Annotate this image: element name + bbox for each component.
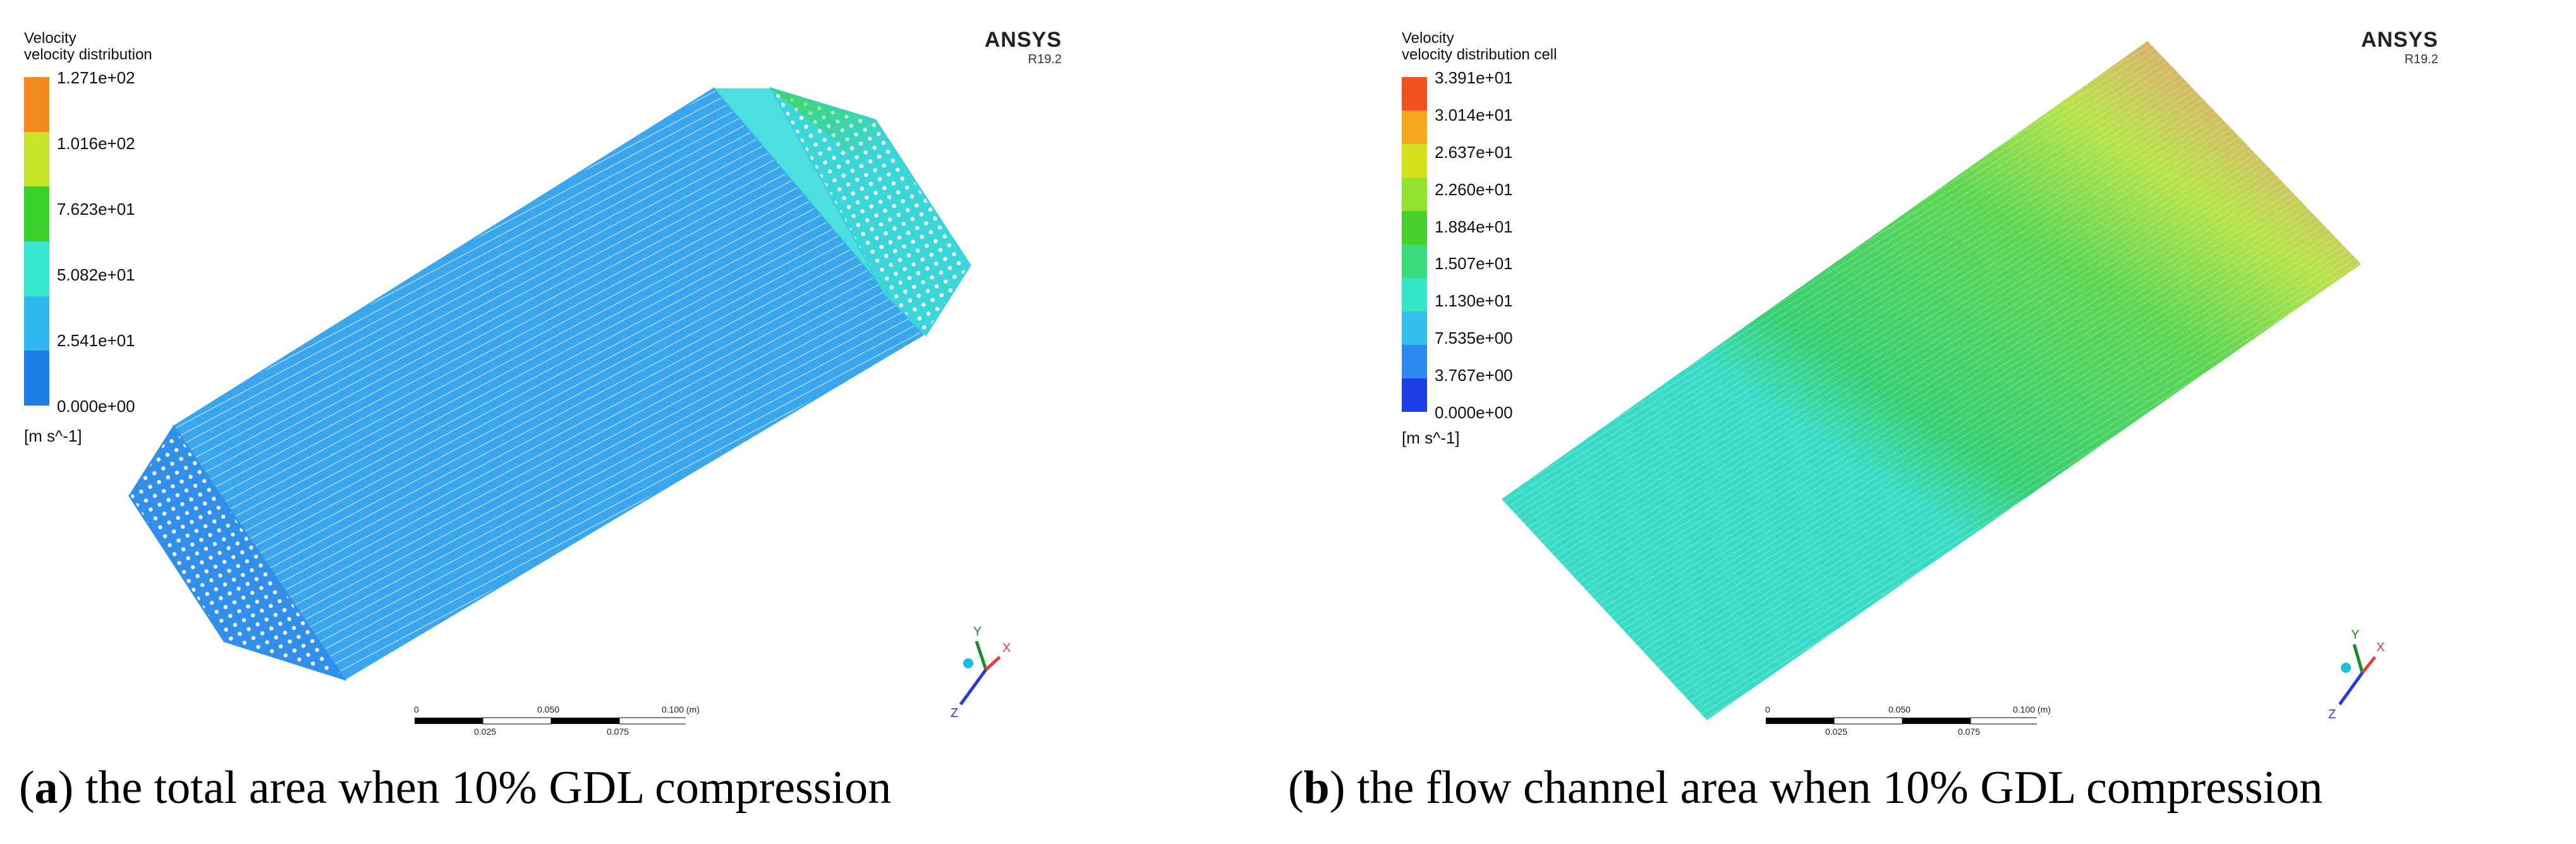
caption-text: the total area when 10% GDL compression (73, 762, 892, 814)
scale-label-025: 0.025 (1825, 726, 1848, 737)
caption-b: (b) the flow channel area when 10% GDL c… (1288, 762, 2323, 814)
legend-swatch (24, 186, 49, 241)
inlet-manifold (128, 425, 347, 681)
legend-label: 2.541e+01 (57, 331, 135, 350)
caption-letter: a (34, 762, 58, 814)
brand-version: R19.2 (1028, 52, 1062, 66)
legend-title: Velocity velocity distribution cell (1402, 30, 1557, 63)
legend-swatch (24, 241, 49, 296)
caption-letter: b (1303, 762, 1330, 814)
velocity-contour-flow-channel (1502, 41, 2361, 720)
legend-unit: [m s^-1] (24, 426, 82, 445)
brand-name: ANSYS (984, 28, 1062, 52)
legend-title: Velocity velocity distribution (24, 30, 152, 63)
scale-label-075: 0.075 (607, 726, 629, 737)
legend-label: 1.507e+01 (1435, 254, 1513, 274)
velocity-contour-total-area (128, 87, 971, 681)
panel-flow-channel-area: Velocity velocity distribution cell [m s… (1288, 0, 2576, 814)
legend-label: 1.130e+01 (1435, 291, 1513, 311)
legend-label: 1.884e+01 (1435, 217, 1513, 236)
legend-label: 5.082e+01 (57, 265, 135, 284)
color-legend (24, 77, 49, 406)
legend-swatch (24, 296, 49, 351)
legend-label: 3.767e+00 (1435, 366, 1513, 385)
legend-swatch (1402, 345, 1427, 378)
caption-text: the flow channel area when 10% GDL compr… (1345, 762, 2323, 814)
legend-title-line2: velocity distribution (24, 46, 152, 63)
legend-swatch (1402, 144, 1427, 178)
legend-label: 3.391e+01 (1435, 68, 1513, 87)
axis-z-label: Z (2328, 708, 2336, 721)
legend-swatch (1402, 378, 1427, 412)
legend-label: 2.260e+01 (1435, 179, 1513, 199)
panel-total-area: Velocity velocity distribution [m s^-1] … (0, 0, 1288, 814)
legend-label: 2.637e+01 (1435, 142, 1513, 162)
legend-label: 1.016e+02 (57, 134, 135, 153)
scale-bar: 0 0.050 0.100 (m) 0.025 0.075 (414, 704, 700, 737)
scale-bar-graphic (415, 717, 686, 725)
color-legend (1402, 77, 1427, 412)
scale-label-050: 0.050 (537, 704, 560, 714)
legend-swatch (1402, 211, 1427, 244)
scale-bar-graphic (1766, 717, 2037, 725)
legend-title-line2: velocity distribution cell (1402, 46, 1557, 63)
legend-swatch (24, 131, 49, 187)
scale-label-100: 0.100 (m) (662, 704, 700, 714)
legend-swatch (24, 77, 49, 132)
scale-bar: 0 0.050 0.100 (m) 0.025 0.075 (1765, 704, 2051, 737)
scale-label-025: 0.025 (474, 726, 497, 737)
caption-a: (a) the total area when 10% GDL compress… (19, 762, 892, 814)
scale-label-075: 0.075 (1958, 726, 1981, 737)
brand-name: ANSYS (2360, 28, 2438, 52)
ansys-logo: ANSYS R19.2 (948, 28, 1062, 67)
axis-triad: Y X Z (2328, 628, 2385, 721)
legend-swatch (1402, 244, 1427, 278)
scale-label-050: 0.050 (1888, 704, 1911, 714)
axis-triad: Y X Z (951, 625, 1011, 720)
legend-label: 3.014e+01 (1435, 105, 1513, 124)
legend-label: 0.000e+00 (57, 397, 135, 416)
legend-swatch (1402, 311, 1427, 345)
ansys-logo: ANSYS R19.2 (2324, 28, 2438, 67)
legend-label: 1.271e+02 (57, 68, 135, 87)
legend-unit: [m s^-1] (1402, 428, 1460, 447)
legend-label: 0.000e+00 (1435, 403, 1513, 422)
scale-label-0: 0 (1765, 704, 1770, 714)
legend-swatch (1402, 77, 1427, 111)
scale-label-100: 0.100 (m) (2013, 704, 2051, 714)
axis-y-label: Y (973, 625, 981, 639)
legend-title-line1: Velocity (24, 30, 76, 47)
axis-y-label: Y (2351, 628, 2359, 642)
legend-swatch (24, 351, 49, 406)
brand-version: R19.2 (2404, 52, 2438, 66)
axis-x-label: X (2376, 641, 2385, 654)
legend-swatch (1402, 278, 1427, 311)
scale-label-0: 0 (414, 704, 419, 714)
outlet-transition (714, 88, 923, 335)
legend-label: 7.623e+01 (57, 200, 135, 219)
axis-z-label: Z (951, 706, 958, 720)
legend-swatch (1402, 111, 1427, 144)
axis-x-label: X (1002, 641, 1011, 655)
legend-swatch (1402, 178, 1427, 211)
legend-title-line1: Velocity (1402, 30, 1454, 47)
legend-label: 7.535e+00 (1435, 329, 1513, 348)
